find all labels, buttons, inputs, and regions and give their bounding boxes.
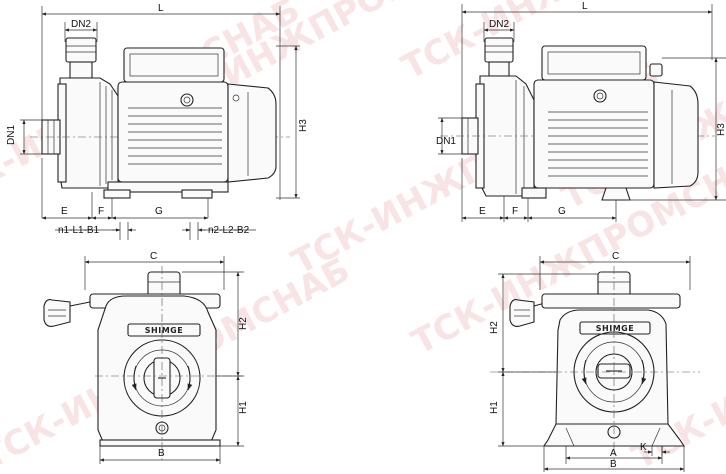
dim-label-A: A	[610, 448, 617, 459]
dim-label-DN2: DN2	[71, 19, 91, 30]
dim-label-H1: H1	[238, 401, 249, 414]
dim-label-C: C	[150, 251, 157, 262]
dim-label-L: L	[582, 1, 588, 12]
dim-label-DN1: DN1	[6, 125, 17, 145]
dim-label-DN1: DN1	[436, 136, 456, 147]
dim-label-G: G	[558, 206, 566, 217]
dim-label-n2: n2-L2-B2	[208, 225, 250, 236]
dim-label-E: E	[61, 206, 68, 217]
dim-label-H1: H1	[489, 401, 500, 414]
dim-label-E: E	[479, 206, 486, 217]
side-view-right: L DN2 DN1	[436, 1, 726, 222]
dim-label-G: G	[155, 206, 163, 217]
dim-label-H2: H2	[238, 317, 249, 330]
brand-label: SHIMGE	[596, 324, 634, 333]
dim-label-C: C	[612, 251, 619, 262]
dim-label-n1: n1-L1-B1	[58, 225, 100, 236]
dim-label-F: F	[512, 206, 518, 217]
dim-label-K: K	[640, 442, 647, 453]
front-view-left: C SHIMGE	[43, 251, 249, 464]
dim-label-B: B	[610, 459, 617, 470]
dim-label-H3: H3	[716, 123, 726, 136]
dim-label-H3: H3	[298, 119, 309, 132]
dim-label-F: F	[98, 206, 104, 217]
side-view-left: L DN2 DN1	[6, 3, 309, 240]
dim-label-B: B	[158, 448, 165, 459]
dim-label-H2: H2	[489, 321, 500, 334]
dim-label-DN2: DN2	[489, 19, 509, 30]
brand-label: SHIMGE	[145, 326, 183, 335]
front-view-right: C SHIMGE H2	[489, 251, 700, 472]
dim-label-L: L	[158, 3, 164, 14]
